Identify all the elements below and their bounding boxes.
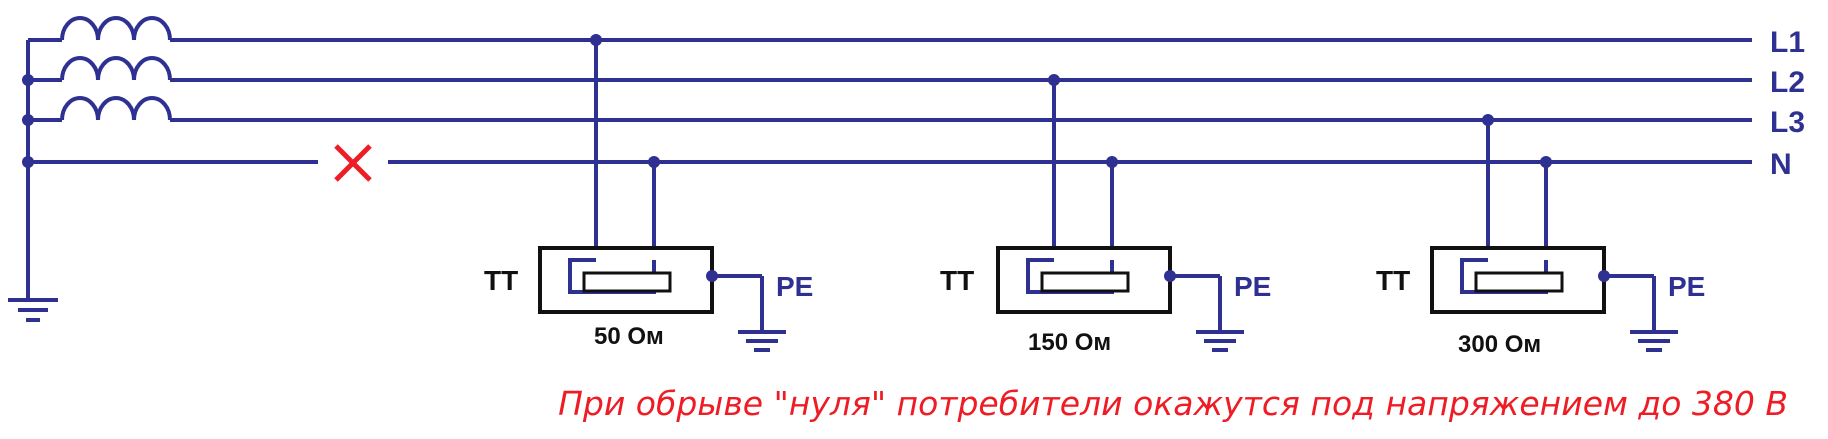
consumer-1: ТТ PE 50 Ом xyxy=(484,34,813,352)
coil-l3-icon xyxy=(60,96,172,121)
tt-label: ТТ xyxy=(940,265,974,296)
ground-icon xyxy=(1196,330,1244,352)
consumer-2: ТТ PE 150 Ом xyxy=(940,74,1271,356)
tt-label: ТТ xyxy=(484,265,518,296)
line-label-l2: L2 xyxy=(1770,66,1805,99)
coil-l1-icon xyxy=(60,16,172,41)
pe-label: PE xyxy=(1234,271,1271,302)
resistor-icon xyxy=(1474,271,1564,293)
line-label-l3: L3 xyxy=(1770,106,1805,139)
coil-l2-icon xyxy=(60,56,172,81)
resistance-label: 300 Ом xyxy=(1458,331,1541,358)
warning-caption: При обрыве "нуля" потребители окажутся п… xyxy=(558,384,1788,423)
neutral-break-icon xyxy=(334,144,372,182)
source-ground-icon xyxy=(8,298,58,322)
resistance-label: 150 Ом xyxy=(1028,329,1111,356)
resistor-icon xyxy=(582,271,672,293)
resistor-icon xyxy=(1040,271,1130,293)
ground-icon xyxy=(1630,330,1678,352)
resistance-label: 50 Ом xyxy=(594,323,664,350)
line-label-n: N xyxy=(1770,148,1792,181)
line-label-l1: L1 xyxy=(1770,26,1805,59)
ground-icon xyxy=(738,330,786,352)
tt-label: ТТ xyxy=(1376,265,1410,296)
pe-label: PE xyxy=(776,271,813,302)
pe-label: PE xyxy=(1668,271,1705,302)
consumer-3: ТТ PE 300 Ом xyxy=(1376,114,1705,358)
source-star-point xyxy=(22,38,318,300)
